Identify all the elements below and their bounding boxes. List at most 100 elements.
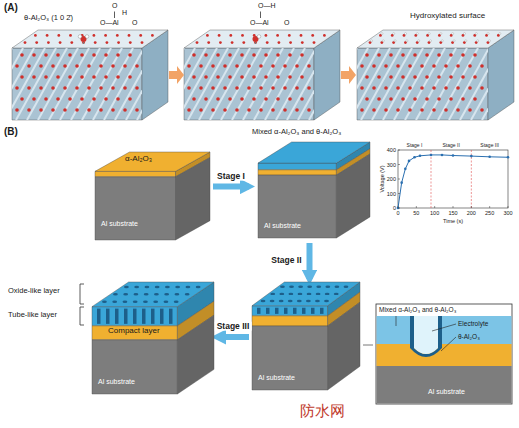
pore-tube: [169, 309, 173, 324]
oxygen-atom: [68, 53, 72, 57]
pore-opening: [155, 286, 160, 288]
cube-layer: [95, 177, 176, 240]
oxygen-atom: [240, 53, 244, 57]
oxygen-atom: [276, 97, 280, 101]
voltage-curve: [398, 155, 508, 208]
surface-oxygen: [229, 34, 232, 37]
oxygen-atom: [461, 75, 465, 79]
surface-oxygen: [288, 34, 291, 37]
pore-opening: [316, 286, 321, 288]
lattice-plane: [298, 48, 338, 120]
oxygen-atom: [288, 75, 292, 79]
oxygen-atom: [473, 53, 477, 57]
oxygen-atom: [372, 108, 376, 112]
oxygen-atom: [63, 64, 67, 68]
oxygen-atom: [199, 64, 203, 68]
pore-opening: [175, 293, 180, 295]
oxygen-atom: [456, 108, 460, 112]
oxygen-atom: [104, 97, 108, 101]
stage-arrow: [213, 184, 249, 190]
tick-label: 300: [387, 161, 396, 167]
stage-arrow: [307, 243, 313, 279]
pore-tube: [115, 309, 119, 324]
oxygen-atom: [44, 53, 48, 57]
oxygen-atom: [473, 97, 477, 101]
tick-label: 0: [393, 205, 396, 211]
cube-layer: [252, 306, 328, 316]
oxygen-atom: [87, 64, 91, 68]
data-marker: [404, 168, 407, 171]
pore-opening: [325, 286, 330, 288]
pore-opening: [185, 293, 190, 295]
hydrogen-atom: [394, 40, 396, 42]
surface-oxygen: [289, 41, 292, 44]
growth-cube: Al substrate: [252, 282, 360, 390]
tick-label: 250: [485, 210, 494, 216]
lattice-plane: [0, 48, 34, 120]
pore-tube: [151, 309, 155, 324]
pore-opening: [123, 293, 128, 295]
cube-drawing: [252, 282, 360, 390]
layer-bracket: [80, 284, 84, 325]
surface-oxygen: [301, 41, 304, 44]
pore-opening: [289, 286, 294, 288]
oxygen-atom: [365, 97, 369, 101]
lattice-plane: [504, 48, 519, 120]
lattice-plane: [115, 48, 155, 120]
data-marker: [397, 207, 400, 210]
pore-opening: [164, 293, 169, 295]
oxygen-atom: [365, 75, 369, 79]
hydrogen-atom: [499, 33, 501, 35]
oxygen-atom: [204, 97, 208, 101]
oxygen-atom: [377, 53, 381, 57]
oxygen-atom: [468, 64, 472, 68]
hydrogen-atom: [406, 40, 408, 42]
tick-mark: [471, 206, 472, 208]
tick-mark: [453, 206, 454, 208]
hydrogen-atom: [381, 33, 383, 35]
pore-opening: [153, 301, 158, 303]
data-marker: [441, 154, 444, 157]
oxygen-atom: [111, 86, 115, 90]
oxygen-atom: [44, 75, 48, 79]
pore-opening: [143, 301, 148, 303]
lattice-plane: [199, 48, 239, 120]
oxygen-atom: [252, 97, 256, 101]
tick-label: 0: [396, 210, 399, 216]
oxygen-atom: [15, 86, 19, 90]
substrate-label: Al substrate: [258, 374, 295, 382]
oxygen-atom: [288, 53, 292, 57]
oxygen-atom: [104, 53, 108, 57]
tick-label: 400: [387, 147, 396, 153]
surface-oxygen: [93, 34, 96, 37]
lattice-plane: [320, 48, 360, 120]
leader-line: [441, 337, 456, 351]
lattice-plane: [16, 48, 56, 120]
oxygen-atom: [51, 86, 55, 90]
barrier-layer: [410, 316, 442, 357]
cube-layer: [258, 170, 336, 175]
oxygen-atom: [20, 75, 24, 79]
pore-tube: [133, 309, 137, 324]
pore-opening: [316, 293, 321, 295]
voltage-chart: [397, 150, 510, 209]
oxygen-atom: [32, 75, 36, 79]
tick-mark: [398, 164, 400, 165]
lattice-plane: [383, 48, 423, 120]
oxygen-atom: [39, 108, 43, 112]
oxygen-atom: [240, 97, 244, 101]
tick-mark: [398, 206, 399, 208]
oxygen-atom: [80, 53, 84, 57]
oxygen-atom: [401, 97, 405, 101]
data-marker: [400, 181, 403, 184]
stage-arrow: [217, 334, 249, 340]
oxygen-atom: [295, 86, 299, 90]
oxygen-atom: [300, 75, 304, 79]
surface-oxygen: [311, 34, 314, 37]
oxygen-atom: [360, 64, 364, 68]
stage-boundary: [431, 150, 432, 208]
oxygen-atom: [252, 53, 256, 57]
surface-oxygen: [218, 34, 221, 37]
surface-oxygen: [69, 34, 72, 37]
surface-oxygen: [24, 41, 27, 44]
